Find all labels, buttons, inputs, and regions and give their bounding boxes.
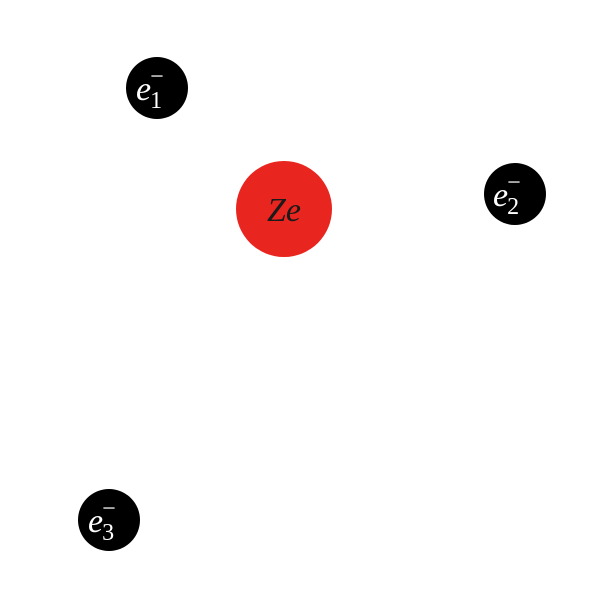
electron-1-symbol: e — [136, 71, 151, 108]
electron-1: e1− — [126, 57, 188, 119]
electron-2-subscript: 2 — [507, 194, 519, 220]
electron-1-label: e1− — [136, 64, 164, 114]
electron-1-circle — [126, 57, 188, 119]
electron-3: e3− — [78, 489, 140, 551]
electron-3-subscript: 3 — [102, 520, 114, 546]
electron-2-charge: − — [507, 170, 521, 196]
electron-2-symbol: e — [493, 177, 508, 214]
electron-1-charge: − — [150, 64, 164, 90]
electron-1-subscript: 1 — [150, 88, 162, 114]
nucleus-circle — [236, 161, 332, 257]
electron-3-symbol: e — [88, 503, 103, 540]
electron-2: e2− — [484, 163, 546, 225]
electron-2-circle — [484, 163, 546, 225]
nucleus: Ze — [236, 161, 332, 257]
electron-3-label: e3− — [88, 496, 116, 546]
electron-3-circle — [78, 489, 140, 551]
nucleus-label: Ze — [267, 192, 301, 229]
electron-2-label: e2− — [493, 170, 521, 220]
electron-3-charge: − — [102, 496, 116, 522]
